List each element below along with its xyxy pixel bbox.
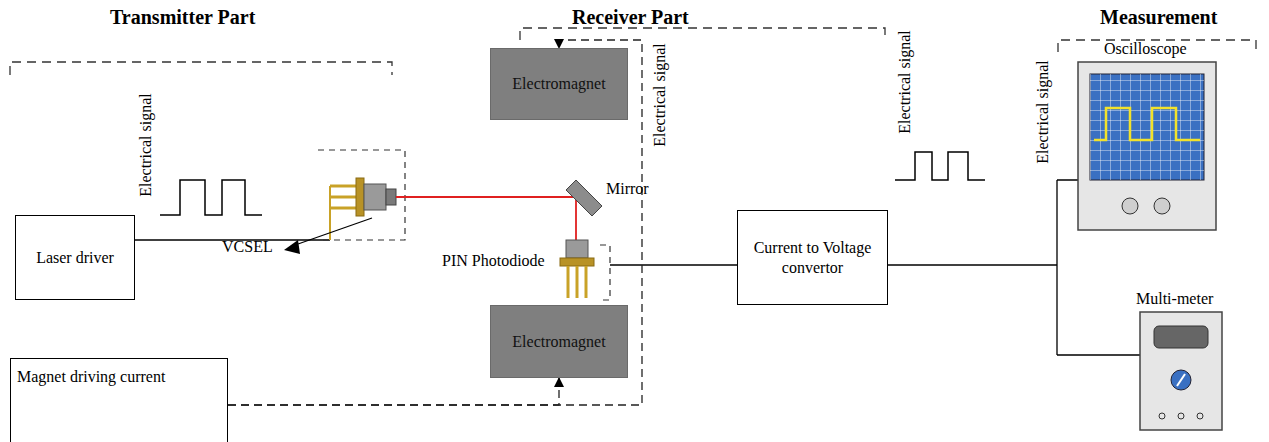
leader-arrowhead — [284, 240, 300, 254]
mirror-symbol — [566, 180, 602, 216]
leader-line — [298, 218, 372, 244]
part-label: Multi-meter — [1136, 290, 1213, 308]
wire — [610, 264, 737, 265]
photodiode-symbol — [560, 240, 594, 298]
pulse-waveform — [160, 180, 262, 215]
part-label: Oscilloscope — [1104, 40, 1187, 58]
multimeter-symbol — [1140, 312, 1222, 430]
photodiode-housing — [600, 245, 610, 300]
part-label: VCSEL — [222, 238, 273, 256]
pulse-waveform — [895, 152, 985, 180]
laser-beam — [396, 197, 576, 240]
source-box: Magnet driving current — [10, 358, 228, 442]
node-text: Electromagnet — [512, 332, 605, 351]
node-text: Current to Voltage convertor — [738, 238, 887, 276]
section-title: Measurement — [1100, 6, 1217, 28]
part-label: Mirror — [606, 180, 649, 198]
section-title: Receiver Part — [572, 6, 689, 28]
section-bracket — [10, 28, 1256, 75]
section-title: Transmitter Part — [110, 6, 255, 28]
vcsel-symbol — [330, 178, 396, 240]
node-text: Magnet driving current — [17, 367, 165, 386]
process-box: Laser driver — [15, 215, 135, 300]
dashed-connector — [228, 40, 642, 405]
signal-label: Electrical signal — [1034, 60, 1052, 164]
dashed-connector — [228, 378, 559, 405]
node-text: Electromagnet — [512, 74, 605, 93]
electromagnet-block: Electromagnet — [490, 305, 628, 378]
signal-label: Electrical signal — [137, 93, 155, 197]
signal-label: Electrical signal — [896, 30, 914, 134]
node-text: Laser driver — [36, 248, 114, 267]
electromagnet-block: Electromagnet — [490, 48, 628, 120]
signal-label: Electrical signal — [651, 43, 669, 147]
wire — [870, 264, 1057, 265]
process-box: Current to Voltage convertor — [737, 210, 888, 305]
oscilloscope-symbol — [1078, 62, 1216, 230]
vcsel-housing — [318, 150, 405, 240]
part-label: PIN Photodiode — [442, 252, 545, 270]
